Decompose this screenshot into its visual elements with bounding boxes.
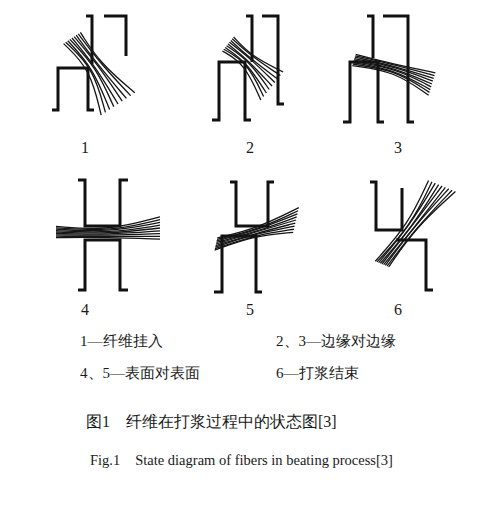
beater-bar [343, 62, 384, 122]
beater-bar [78, 240, 128, 290]
stage-note: 4、5—表面对表面 [80, 364, 200, 382]
fiber [217, 208, 298, 238]
beater-bars [52, 16, 433, 292]
fiber [80, 32, 134, 92]
panel-number: 4 [81, 300, 89, 319]
fiber [216, 223, 296, 245]
stage-note: 1—纤维挂入 [80, 332, 163, 350]
fiber-bundles [56, 32, 455, 266]
fiber [231, 41, 278, 80]
fiber [355, 57, 434, 78]
fiber [352, 66, 428, 96]
beater-bar [367, 16, 373, 58]
fiber [56, 237, 160, 239]
beater-bar [52, 68, 94, 110]
stage-note: 6—打浆结束 [276, 364, 359, 382]
fiber [56, 217, 160, 229]
panel-number: 2 [246, 138, 254, 157]
fiber [355, 56, 434, 76]
fiber [216, 220, 296, 244]
panel-number: 1 [81, 138, 89, 157]
panel-number: 5 [246, 300, 254, 319]
fiber [74, 37, 122, 102]
fiber [384, 187, 446, 264]
caption-english: Fig.1 State diagram of fibers in beating… [90, 452, 393, 469]
fiber [76, 35, 126, 98]
beater-bar [78, 180, 128, 226]
fiber [234, 37, 284, 72]
stage-note: 2、3—边缘对边缘 [276, 332, 396, 350]
fiber [380, 185, 438, 264]
beater-bar [230, 182, 274, 226]
fiber [229, 42, 274, 82]
panel-number: 3 [394, 138, 402, 157]
figure-caption: 图1 纤维在打浆过程中的状态图[3] [86, 412, 337, 431]
fiber [385, 189, 448, 266]
beater-bar [104, 16, 126, 56]
panel-number: 6 [394, 300, 402, 319]
fiber [68, 41, 110, 110]
fiber [382, 186, 442, 264]
beater-bar [370, 182, 402, 230]
fiber [389, 192, 456, 267]
fiber [379, 183, 436, 262]
fiber [356, 54, 436, 72]
